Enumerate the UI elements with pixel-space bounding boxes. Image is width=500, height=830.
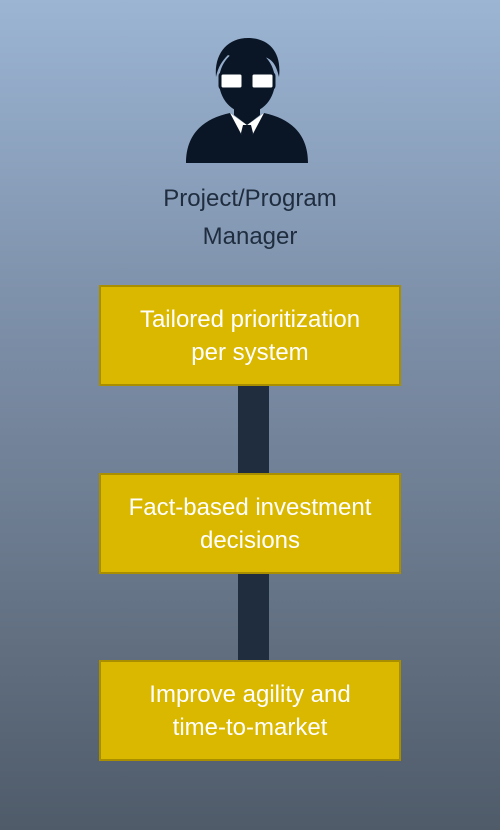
connector-2 <box>238 574 269 662</box>
businessman-icon <box>186 37 308 163</box>
step-3-line2: time-to-market <box>172 713 328 741</box>
step-box-1: Tailored prioritization per system <box>99 285 401 386</box>
step-1-line2: per system <box>191 338 309 366</box>
persona-label: Project/Program Manager <box>100 180 400 256</box>
step-2-line1: Fact-based investment <box>128 493 372 521</box>
step-2-line2: decisions <box>199 526 301 554</box>
step-1-line1: Tailored prioritization <box>139 305 361 333</box>
persona-label-line1: Project/Program <box>163 185 337 212</box>
persona-label-line2: Manager <box>202 223 298 250</box>
persona-header: Project/Program Manager <box>0 0 500 260</box>
step-box-2: Fact-based investment decisions <box>99 473 401 574</box>
connector-1 <box>238 386 269 474</box>
step-box-3: Improve agility and time-to-market <box>99 660 401 761</box>
step-3-line1: Improve agility and <box>149 680 351 708</box>
